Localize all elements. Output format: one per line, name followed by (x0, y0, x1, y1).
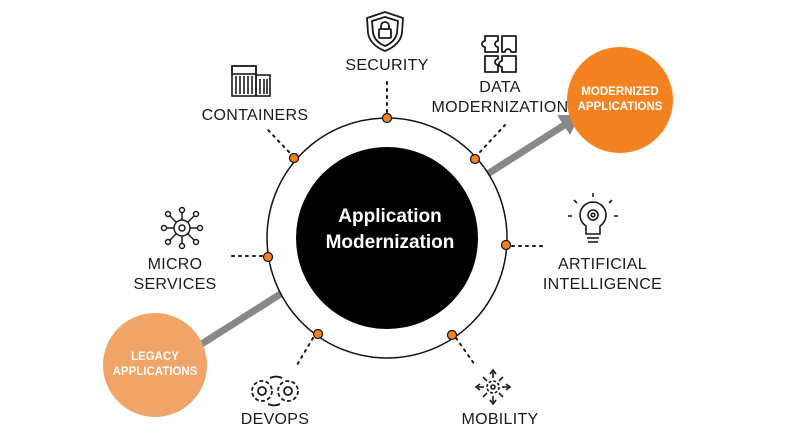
flow-arrow-upper (484, 121, 568, 178)
flow-arrow-lower (198, 285, 292, 348)
center-title: Application Modernization (295, 204, 485, 256)
connector-devops (296, 337, 314, 366)
gear-arrows-icon (474, 368, 512, 406)
data-modernization-line2: MODERNIZATION (431, 99, 569, 116)
center-circle (296, 147, 478, 329)
data-modernization-line1: DATA (479, 79, 521, 96)
legacy-applications-badge: LEGACY APPLICATIONS (103, 313, 207, 417)
shield-lock-icon (366, 11, 404, 52)
lightbulb-gear-icon (568, 193, 618, 243)
center-title-line2: Modernization (325, 232, 455, 253)
network-gear-icon (160, 206, 204, 250)
micro-services-label: MICRO SERVICES (125, 255, 225, 295)
legacy-badge-line2: APPLICATIONS (112, 366, 198, 378)
node-dot-security (381, 112, 393, 124)
node-dot-micro-services (262, 251, 274, 263)
micro-services-line1: MICRO (147, 256, 203, 273)
modernized-badge-line1: MODERNIZED (581, 86, 659, 98)
node-dot-devops (312, 328, 324, 340)
gears-cycle-icon (251, 375, 299, 407)
artificial-intelligence-label: ARTIFICIAL INTELLIGENCE (540, 255, 665, 295)
security-label: SECURITY (345, 57, 429, 74)
node-dot-containers (288, 152, 300, 164)
legacy-badge-line1: LEGACY (131, 351, 179, 363)
connector-mobility (455, 337, 476, 366)
mobility-label: MOBILITY (461, 411, 539, 428)
data-modernization-label: DATA MODERNIZATION (425, 78, 575, 118)
node-dot-data-modernization (469, 153, 481, 165)
containers-label: CONTAINERS (201, 107, 309, 124)
center-title-line1: Application (338, 206, 442, 227)
modernized-applications-badge: MODERNIZED APPLICATIONS (567, 47, 673, 153)
modernized-badge-line2: APPLICATIONS (577, 101, 663, 113)
connector-data-modernization (479, 124, 506, 153)
connector-containers (267, 129, 290, 153)
micro-services-line2: SERVICES (133, 276, 217, 293)
artificial-intelligence-line2: INTELLIGENCE (542, 276, 663, 293)
node-dot-ai (500, 239, 512, 251)
puzzle-icon (481, 35, 517, 73)
node-dot-mobility (446, 329, 458, 341)
artificial-intelligence-line1: ARTIFICIAL (558, 256, 647, 273)
containers-icon (231, 65, 271, 97)
devops-label: DEVOPS (240, 411, 310, 428)
